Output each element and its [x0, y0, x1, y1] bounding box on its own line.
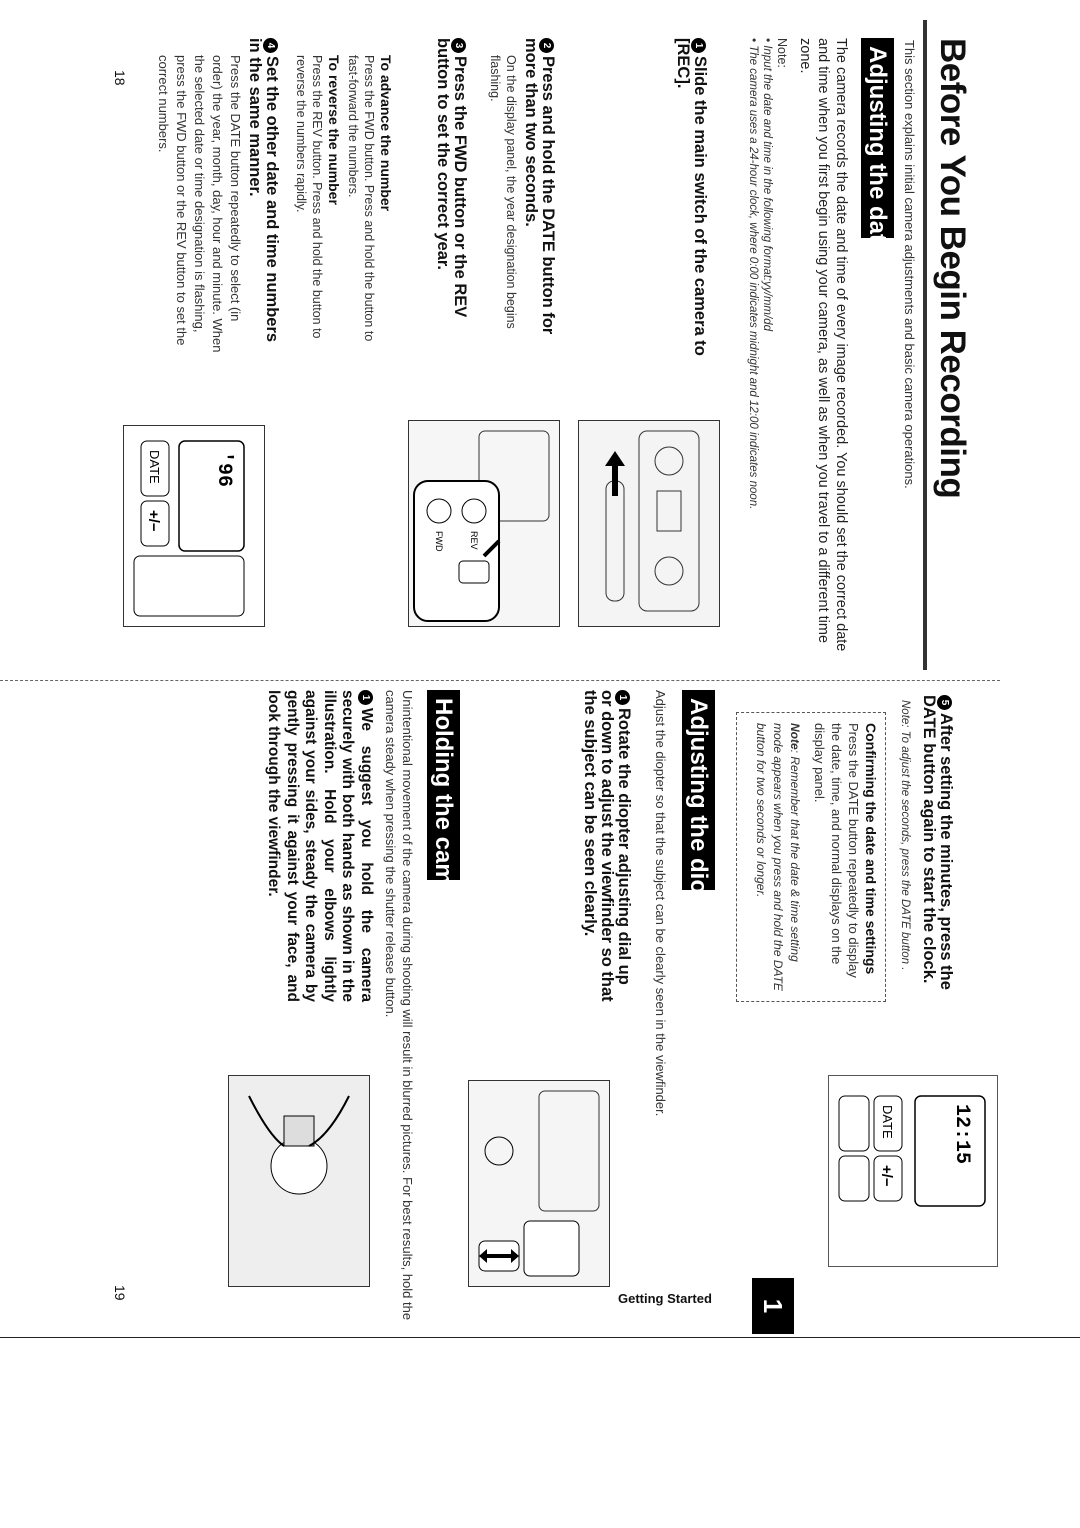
section-heading-diopter: Adjusting the diopter: [682, 690, 715, 939]
svg-text:DATE: DATE: [880, 1105, 895, 1139]
camera-top-drawing: [605, 430, 700, 612]
step-hold-securely: 1We suggest you hold the camera securely…: [265, 690, 375, 1002]
title-rule: [923, 20, 927, 670]
diopter-intro: Adjust the diopter so that the subject c…: [653, 690, 668, 1117]
plus-minus-button: [873, 1155, 903, 1202]
time-lcd-illustration: 12:15 DATE +/−: [828, 1075, 998, 1267]
camera-switch-illustration: [578, 420, 720, 627]
svg-text:'96: '96: [212, 451, 235, 487]
note-label: Note:: [775, 38, 789, 68]
svg-text:REV: REV: [469, 531, 479, 550]
step-5-note: Note: To adjust the seconds, press the D…: [899, 700, 911, 971]
rev-button-icon: [461, 498, 487, 524]
svg-text:+/−: +/−: [878, 1165, 895, 1187]
note-1: • Input the date and time in the followi…: [761, 38, 773, 331]
step-4-set-others: 4Set the other date and time numbers in …: [246, 38, 281, 343]
date-button: [873, 1095, 903, 1152]
chapter-tab: 1: [752, 1278, 794, 1334]
svg-text:12:15: 12:15: [950, 1104, 973, 1164]
confirm-heading: Confirming the date and time settings: [863, 723, 879, 975]
lcd-panel: [914, 1095, 986, 1207]
page-edge-line: [0, 1337, 1080, 1338]
page-title: Before You Begin Recording: [933, 38, 972, 499]
section-heading-date-time: Adjusting the date and time: [861, 38, 894, 361]
step-2-press-date: 2Press and hold the DATE button for more…: [522, 38, 557, 335]
reverse-text: Press the REV button. Press and hold the…: [294, 55, 324, 339]
section-heading-holding: Holding the camera: [427, 690, 460, 921]
step-5-start-clock: 5After setting the minutes, press the DA…: [920, 695, 955, 990]
step-3-set-year: 3Press the FWD button or the REV button …: [434, 38, 469, 318]
note-2: • The camera uses a 24-hour clock, where…: [747, 38, 759, 510]
page-fold-line: [0, 680, 1000, 681]
plus-minus-button: [140, 500, 170, 547]
date-button: [140, 440, 170, 497]
step-4-detail: Press the DATE button repeatedly to sele…: [156, 55, 243, 353]
fwd-rev-button-illustration: REV FWD: [408, 420, 560, 627]
svg-text:+/−: +/−: [145, 510, 162, 532]
holding-intro: Unintentional movement of the camera dur…: [383, 690, 415, 1321]
reverse-heading: To reverse the number: [326, 55, 342, 205]
advance-heading: To advance the number: [378, 55, 394, 212]
date-lcd-illustration: '96 DATE +/−: [123, 425, 265, 627]
step-1-slide-switch: 1Slide the main switch of the camera to …: [674, 38, 709, 356]
date-intro: The camera records the date and time of …: [797, 38, 849, 652]
page-number-left: 18: [112, 70, 128, 86]
diopter-illustration: [468, 1080, 610, 1287]
chapter-label: Getting Started: [618, 1291, 712, 1306]
diopter-dial-icon: [484, 1136, 514, 1166]
step-2-detail: On the display panel, the year designati…: [488, 55, 518, 329]
step-rotate-diopter: 1Rotate the diopter adjusting dial up or…: [581, 690, 633, 1002]
fwd-button-icon: [426, 498, 452, 524]
lcd-panel: [178, 440, 245, 552]
svg-text:DATE: DATE: [147, 450, 162, 484]
svg-text:FWD: FWD: [434, 531, 444, 552]
page-subtitle: This section explains initial camera adj…: [902, 40, 917, 489]
confirm-note: Note: Remember that the date & time sett…: [754, 723, 802, 991]
page-number-right: 19: [112, 1285, 128, 1301]
holding-camera-illustration: [228, 1075, 370, 1287]
confirm-text: Press the DATE button repeatedly to disp…: [812, 723, 861, 978]
advance-text: Press the FWD button. Press and hold the…: [346, 55, 376, 342]
confirm-settings-box: Confirming the date and time settings Pr…: [736, 712, 886, 1002]
